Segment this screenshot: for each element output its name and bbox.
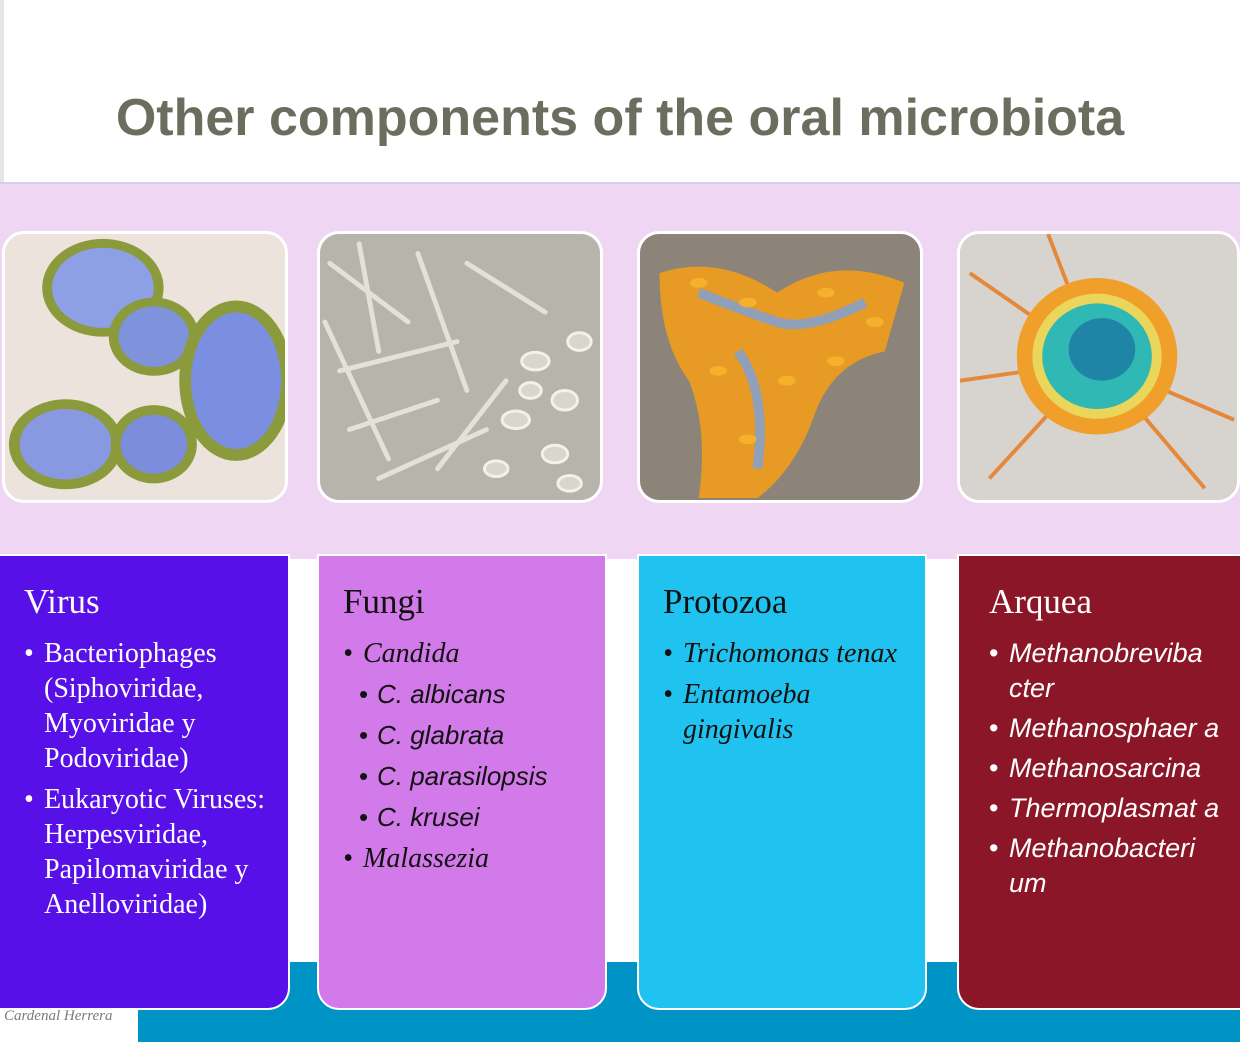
fungi-item-candida: Candida (343, 636, 587, 671)
virus-photo (2, 231, 288, 503)
fungi-subitem-glabrata: C. glabrata (343, 718, 587, 753)
arquea-photo (957, 231, 1240, 503)
fungi-item-malassezia: Malassezia (343, 841, 587, 876)
arquea-item-thermoplasmata: Thermoplasmat a (989, 791, 1222, 826)
arquea-list: Methanobreviba cter Methanosphaer a Meth… (989, 636, 1222, 901)
virus-heading: Virus (24, 582, 100, 621)
credit-text: Cardenal Herrera (4, 1008, 113, 1024)
arquea-card: Arquea Methanobreviba cter Methanosphaer… (957, 554, 1240, 1010)
slide-title: Other components of the oral microbiota (115, 89, 1125, 147)
arquea-item-methanobrevibacter: Methanobreviba cter (989, 636, 1222, 706)
fungi-card: Fungi Candida C. albicans C. glabrata C.… (317, 554, 607, 1010)
fungi-heading: Fungi (343, 582, 425, 621)
arquea-item-methanosphaera: Methanosphaer a (989, 711, 1222, 746)
arquea-heading: Arquea (989, 582, 1093, 621)
arquea-item-methanosarcina: Methanosarcina (989, 751, 1222, 786)
left-edge-line (0, 0, 4, 185)
virus-list: Bacteriophages (Siphoviridae, Myoviridae… (24, 636, 270, 922)
arquea-item-methanobacterium: Methanobacteri um (989, 831, 1222, 901)
protozoa-item-entamoeba: Entamoeba gingivalis (663, 677, 907, 747)
fungi-subitem-albicans: C. albicans (343, 677, 587, 712)
fungi-photo (317, 231, 603, 503)
virus-card: Virus Bacteriophages (Siphoviridae, Myov… (0, 554, 290, 1010)
fungi-list: Candida C. albicans C. glabrata C. paras… (343, 636, 587, 876)
fungi-subitem-parasilopsis: C. parasilopsis (343, 759, 587, 794)
virus-item-eukaryotic: Eukaryotic Viruses: Herpesviridae, Papil… (24, 782, 270, 922)
virus-item-bacteriophages: Bacteriophages (Siphoviridae, Myoviridae… (24, 636, 270, 776)
protozoa-heading: Protozoa (663, 582, 788, 621)
protozoa-card: Protozoa Trichomonas tenax Entamoeba gin… (637, 554, 927, 1010)
protozoa-list: Trichomonas tenax Entamoeba gingivalis (663, 636, 907, 747)
fungi-subitem-krusei: C. krusei (343, 800, 587, 835)
protozoa-item-trichomonas: Trichomonas tenax (663, 636, 907, 671)
protozoa-photo (637, 231, 923, 503)
